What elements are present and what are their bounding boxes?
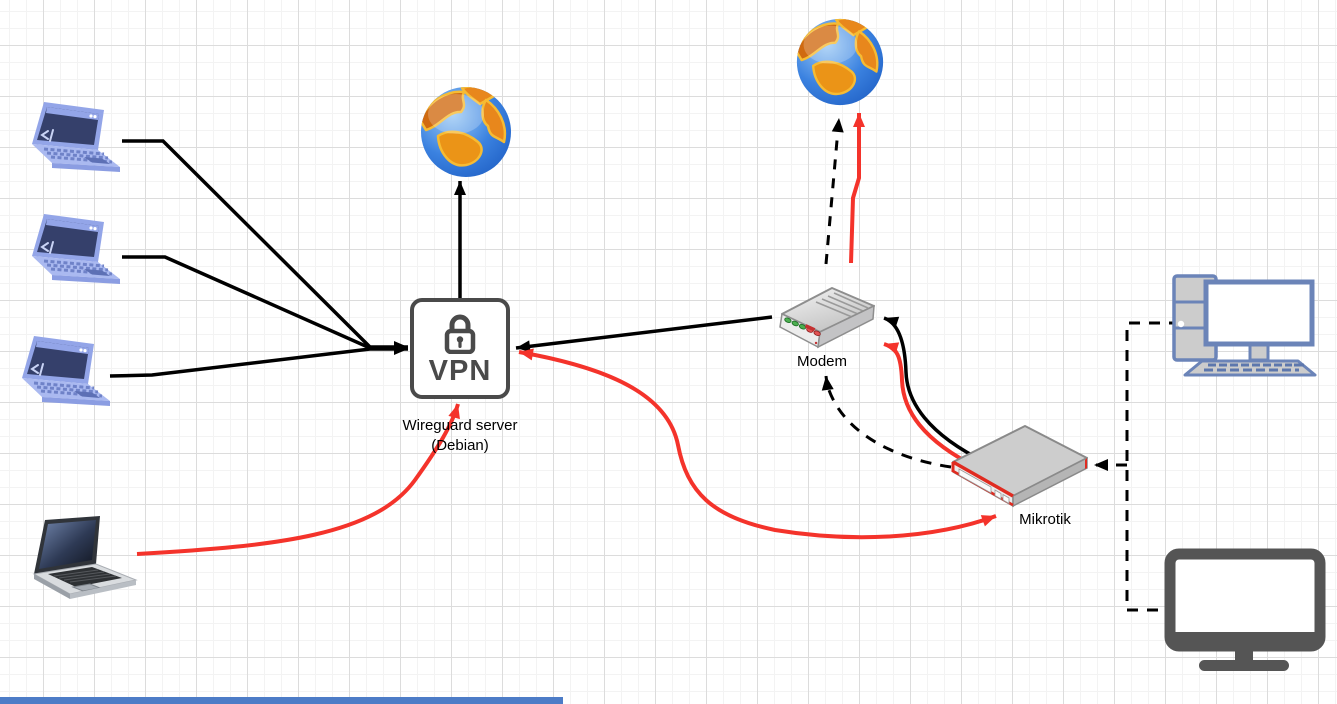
globe-icon <box>421 87 511 177</box>
edge-laptop1-vpn[interactable] <box>122 139 408 353</box>
modem-caption: Modem <box>796 353 848 370</box>
client-laptop-1[interactable] <box>18 98 122 195</box>
edge-modem-internet-red[interactable] <box>849 113 865 264</box>
vpn-server-box[interactable]: VPN <box>410 298 510 399</box>
internet-left[interactable] <box>418 84 514 185</box>
internet-right[interactable] <box>794 16 886 113</box>
edge-modem-vpn[interactable] <box>515 315 773 353</box>
edge-laptop2-vpn[interactable] <box>122 255 408 354</box>
router-icon <box>951 425 1088 508</box>
edge-laptop3-vpn[interactable] <box>109 343 408 378</box>
edge-modem-internet-dashed[interactable] <box>824 117 844 265</box>
client-laptop-3[interactable] <box>8 332 112 429</box>
vpn-caption-line1: Wireguard server <box>402 417 518 434</box>
edge-mikrotik-modem-dashed[interactable] <box>821 375 952 469</box>
padlock-icon <box>444 314 476 354</box>
laptop-code-icon <box>32 102 120 172</box>
client-laptop-2[interactable] <box>18 210 122 307</box>
horizontal-scrollbar-thumb[interactable] <box>0 697 563 704</box>
roaming-laptop[interactable] <box>28 514 140 611</box>
workstation-monitor[interactable] <box>1164 548 1326 679</box>
mikrotik-caption: Mikrotik <box>1019 511 1071 528</box>
mikrotik-router[interactable] <box>945 420 1095 517</box>
globe-icon <box>796 18 884 106</box>
laptop-code-icon <box>22 336 110 406</box>
edge-pc-monitor-trunk-dashed[interactable] <box>1125 321 1180 612</box>
modem-icon <box>779 287 875 349</box>
edge-roaming-laptop-vpn-red[interactable] <box>136 403 460 556</box>
vpn-caption-line2: (Debian) <box>431 437 489 454</box>
modem[interactable] <box>776 280 880 363</box>
vpn-server-caption: Wireguard server (Debian) <box>360 416 560 456</box>
laptop-gray-icon <box>32 516 138 599</box>
laptop-code-icon <box>32 214 120 284</box>
monitor-icon <box>1164 548 1326 671</box>
desktop-pc[interactable] <box>1168 272 1318 383</box>
desktop-computer-icon <box>1172 274 1317 377</box>
vpn-box-label: VPN <box>428 354 492 387</box>
edge-vpn-mikrotik-red[interactable] <box>518 348 997 540</box>
